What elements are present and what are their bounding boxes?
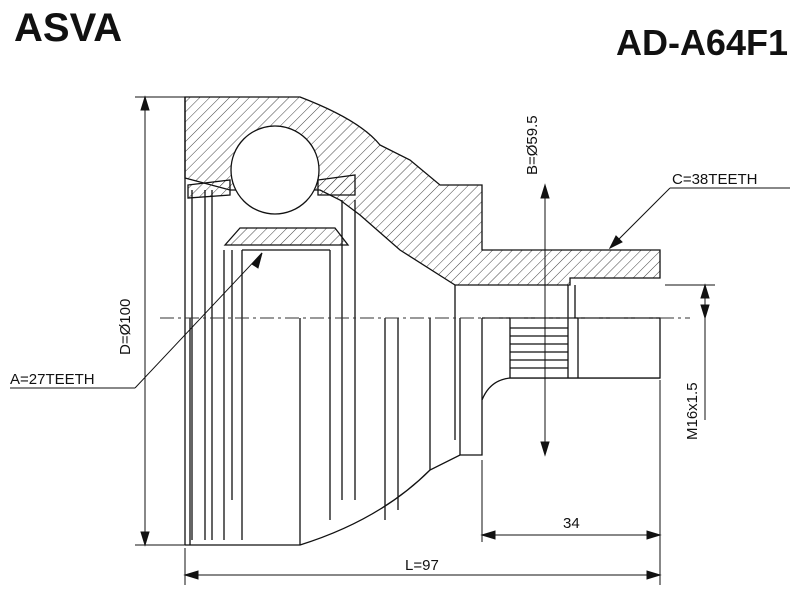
dimension-lines <box>10 95 790 585</box>
label-inner-splines: A=27TEETH <box>10 371 95 388</box>
upper-section <box>184 96 661 545</box>
brand-name: ASVA <box>14 6 123 50</box>
lower-exterior <box>185 317 661 546</box>
label-outer-splines: C=38TEETH <box>672 171 757 188</box>
label-stub-length: 34 <box>563 515 580 532</box>
inner-race-section <box>223 227 350 246</box>
label-length: L=97 <box>405 557 439 574</box>
label-seal-diameter: B=Ø59.5 <box>524 115 541 175</box>
housing-outline <box>185 377 660 546</box>
ball <box>230 125 320 215</box>
label-outer-diameter: D=Ø100 <box>117 299 134 355</box>
label-thread: M16x1.5 <box>684 382 701 440</box>
part-number: AD-A64F1 <box>615 22 788 63</box>
splined-shaft <box>509 317 661 379</box>
